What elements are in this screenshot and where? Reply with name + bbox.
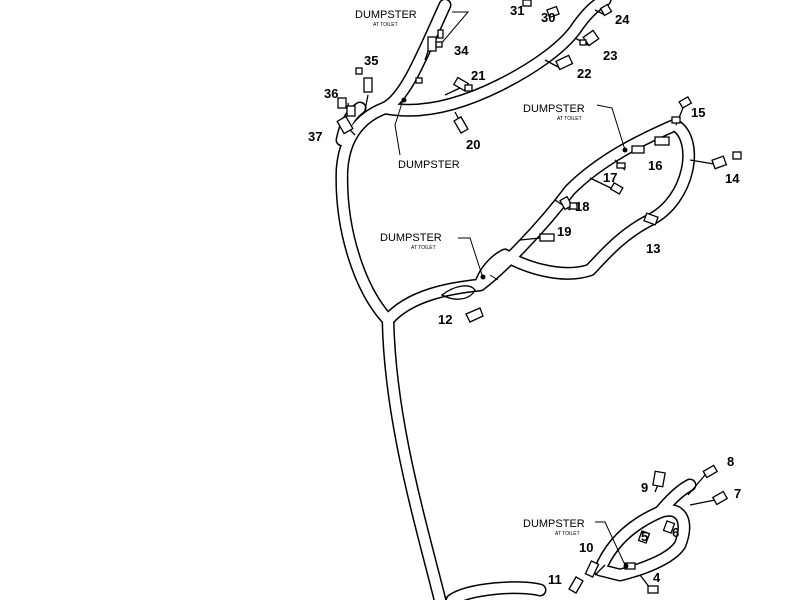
site-number-30: 30 xyxy=(541,10,555,25)
dumpster-sublabel: AT TOILET xyxy=(555,531,580,537)
site-number-35: 35 xyxy=(364,53,378,68)
site-number-10: 10 xyxy=(579,540,593,555)
site-number-4: 4 xyxy=(653,570,661,585)
site-number-16: 16 xyxy=(648,158,662,173)
site-number-23: 23 xyxy=(603,48,617,63)
site-number-9: 9 xyxy=(641,480,648,495)
site-number-36: 36 xyxy=(324,86,338,101)
site-number-13: 13 xyxy=(646,241,660,256)
dumpster-label-loop: DUMPSTER xyxy=(398,159,460,171)
site-number-6: 6 xyxy=(672,525,679,540)
dumpster-label-south: DUMPSTER AT TOILET xyxy=(523,518,585,537)
site-number-11: 11 xyxy=(548,572,562,587)
site-number-24: 24 xyxy=(615,12,630,27)
dumpster-label-middle: DUMPSTER AT TOILET xyxy=(380,232,442,251)
site-number-20: 20 xyxy=(466,137,480,152)
site-number-22: 22 xyxy=(577,66,591,81)
site-number-5: 5 xyxy=(641,529,648,544)
site-pads xyxy=(336,0,742,594)
site-number-31: 31 xyxy=(510,3,524,18)
site-number-7: 7 xyxy=(734,486,741,501)
site-number-14: 14 xyxy=(725,171,740,186)
site-number-8: 8 xyxy=(727,454,734,469)
dumpster-label: DUMPSTER xyxy=(523,103,585,115)
dumpster-sublabel: AT TOILET xyxy=(411,245,436,251)
dumpster-label: DUMPSTER xyxy=(523,518,585,530)
dumpster-label-top: DUMPSTER AT TOILET xyxy=(355,9,417,28)
dumpster-markers xyxy=(394,11,629,569)
dumpster-sublabel: AT TOILET xyxy=(557,116,582,122)
site-number-37: 37 xyxy=(308,129,322,144)
road-network xyxy=(335,0,697,600)
site-number-15: 15 xyxy=(691,105,705,120)
dumpster-label-east-loop: DUMPSTER AT TOILET xyxy=(523,103,585,122)
site-numbers: 4 5 6 7 8 9 10 11 12 13 14 15 16 17 18 1… xyxy=(308,3,741,587)
dumpster-label: DUMPSTER xyxy=(398,159,460,171)
dumpster-label: DUMPSTER xyxy=(355,9,417,21)
site-number-12: 12 xyxy=(438,312,452,327)
site-number-18: 18 xyxy=(575,199,589,214)
dumpster-label: DUMPSTER xyxy=(380,232,442,244)
site-number-34: 34 xyxy=(454,43,469,58)
site-number-19: 19 xyxy=(557,224,571,239)
dumpster-sublabel: AT TOILET xyxy=(373,22,398,28)
site-number-21: 21 xyxy=(471,68,485,83)
site-number-17: 17 xyxy=(603,170,617,185)
